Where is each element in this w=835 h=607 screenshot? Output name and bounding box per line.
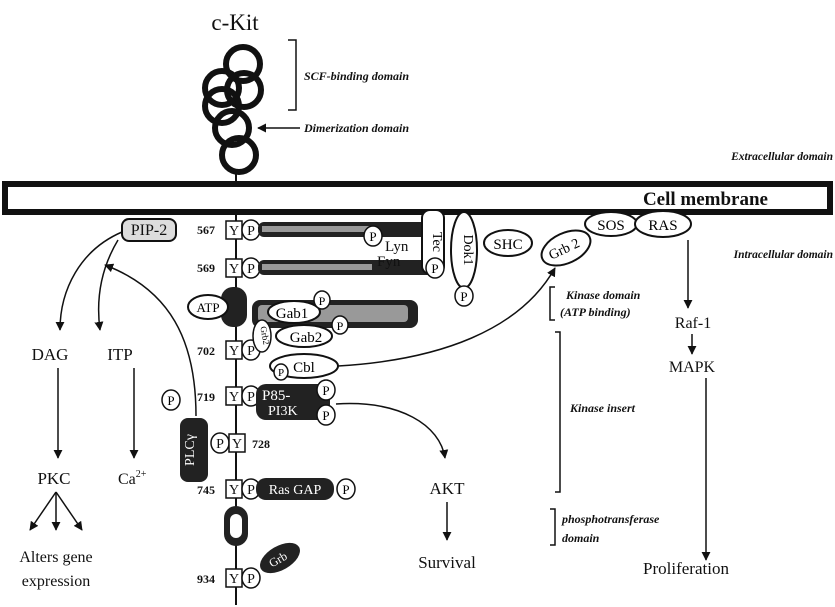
- phospho-702: P: [247, 344, 255, 359]
- kinase-domain-bracket: [550, 287, 555, 320]
- rasgap-phospho: P: [342, 482, 349, 497]
- phospho-569: P: [247, 262, 255, 277]
- residue-745-label: 745: [197, 483, 215, 497]
- sos-label: SOS: [597, 218, 625, 234]
- intracellular-domain-label: Intracellular domain: [733, 249, 833, 261]
- phospho-domain-label: phosphotransferase: [561, 512, 660, 526]
- calcium-symbol: Ca: [118, 471, 136, 488]
- alters-gene-label: Alters gene: [19, 549, 92, 566]
- kinase-insert-bracket: [555, 332, 560, 492]
- plcy-label: PLCγ: [183, 434, 198, 466]
- tyr-702: Y: [229, 344, 239, 359]
- receptor-title: c-Kit: [211, 10, 259, 35]
- p85-phospho-top: P: [322, 383, 329, 398]
- proliferation-label: Proliferation: [643, 559, 729, 578]
- akt-label: AKT: [430, 479, 466, 498]
- arrow-pi3k-akt: [336, 404, 445, 458]
- atp-label: ATP: [196, 300, 219, 315]
- residue-569-label: 569: [197, 261, 215, 275]
- lyn-phospho: P: [369, 229, 376, 244]
- tyr-934: Y: [229, 572, 239, 587]
- rasgap-label: Ras GAP: [269, 483, 322, 498]
- kinase-domain-sub-label: (ATP binding): [560, 305, 631, 319]
- arrow-pip2-dag: [60, 232, 122, 330]
- cbl-label: Cbl: [293, 360, 315, 376]
- survival-label: Survival: [418, 553, 476, 572]
- p85-phospho-bottom: P: [322, 408, 329, 423]
- calcium-charge: 2+: [136, 469, 147, 480]
- dok1-label: Dok1: [460, 234, 475, 265]
- pkc-label: PKC: [37, 469, 70, 488]
- gab2-label: Gab2: [290, 330, 323, 346]
- residue-702-label: 702: [197, 344, 215, 358]
- shc-label: SHC: [493, 237, 522, 253]
- phospho-567: P: [247, 224, 255, 239]
- dag-label: DAG: [32, 345, 69, 364]
- tyr-569: Y: [229, 262, 239, 277]
- tyr-567: Y: [229, 224, 239, 239]
- ras-label: RAS: [648, 218, 677, 234]
- phospho-domain-sub-label: domain: [562, 531, 600, 545]
- residue-719-label: 719: [197, 390, 215, 404]
- extracellular-rings: [205, 47, 261, 172]
- lyn-label: Lyn: [385, 239, 409, 255]
- phospho-domain-bracket: [550, 509, 555, 545]
- cell-membrane-label: Cell membrane: [643, 189, 768, 210]
- residue-934-label: 934: [197, 572, 215, 586]
- dok1-phospho: P: [460, 289, 467, 304]
- expression-label: expression: [22, 573, 90, 590]
- mapk-label: MAPK: [669, 359, 716, 376]
- residue-728-label: 728: [252, 437, 270, 451]
- calcium-label: Ca2+: [118, 469, 147, 488]
- gab2-phospho: P: [337, 319, 344, 333]
- scf-binding-domain-label: SCF-binding domain: [304, 69, 409, 83]
- phospho-934: P: [247, 572, 255, 587]
- tyr-719: Y: [229, 390, 239, 405]
- arrow-pip2-itp: [99, 240, 118, 330]
- pip2-label: PIP-2: [131, 222, 167, 239]
- p85-label: P85-: [262, 388, 290, 404]
- gab1-label: Gab1: [276, 306, 309, 322]
- phospho-728: P: [216, 437, 224, 452]
- tyr-745: Y: [229, 483, 239, 498]
- plcy-phospho: P: [167, 393, 174, 408]
- phospho-745: P: [247, 483, 255, 498]
- dimerization-domain-label: Dimerization domain: [303, 121, 409, 135]
- tec-phospho: P: [431, 261, 438, 276]
- tec-label: Tec: [429, 232, 444, 252]
- kinase-domain-label: Kinase domain: [565, 288, 641, 302]
- pi3k-label: PI3K: [268, 404, 298, 419]
- raf1-label: Raf-1: [675, 315, 711, 332]
- kinase-insert-label: Kinase insert: [569, 401, 636, 415]
- gab1-phospho: P: [319, 294, 326, 308]
- cbl-phospho: P: [278, 367, 284, 379]
- residue-567-label: 567: [197, 223, 215, 237]
- arrow-plcy-pip2: [105, 265, 196, 416]
- itp-label: ITP: [107, 345, 133, 364]
- extracellular-domain-label: Extracellular domain: [730, 151, 833, 163]
- phospho-719: P: [247, 390, 255, 405]
- tyr-728: Y: [232, 437, 242, 452]
- scf-bracket: [288, 40, 296, 110]
- fyn-label: Fyn: [377, 254, 401, 270]
